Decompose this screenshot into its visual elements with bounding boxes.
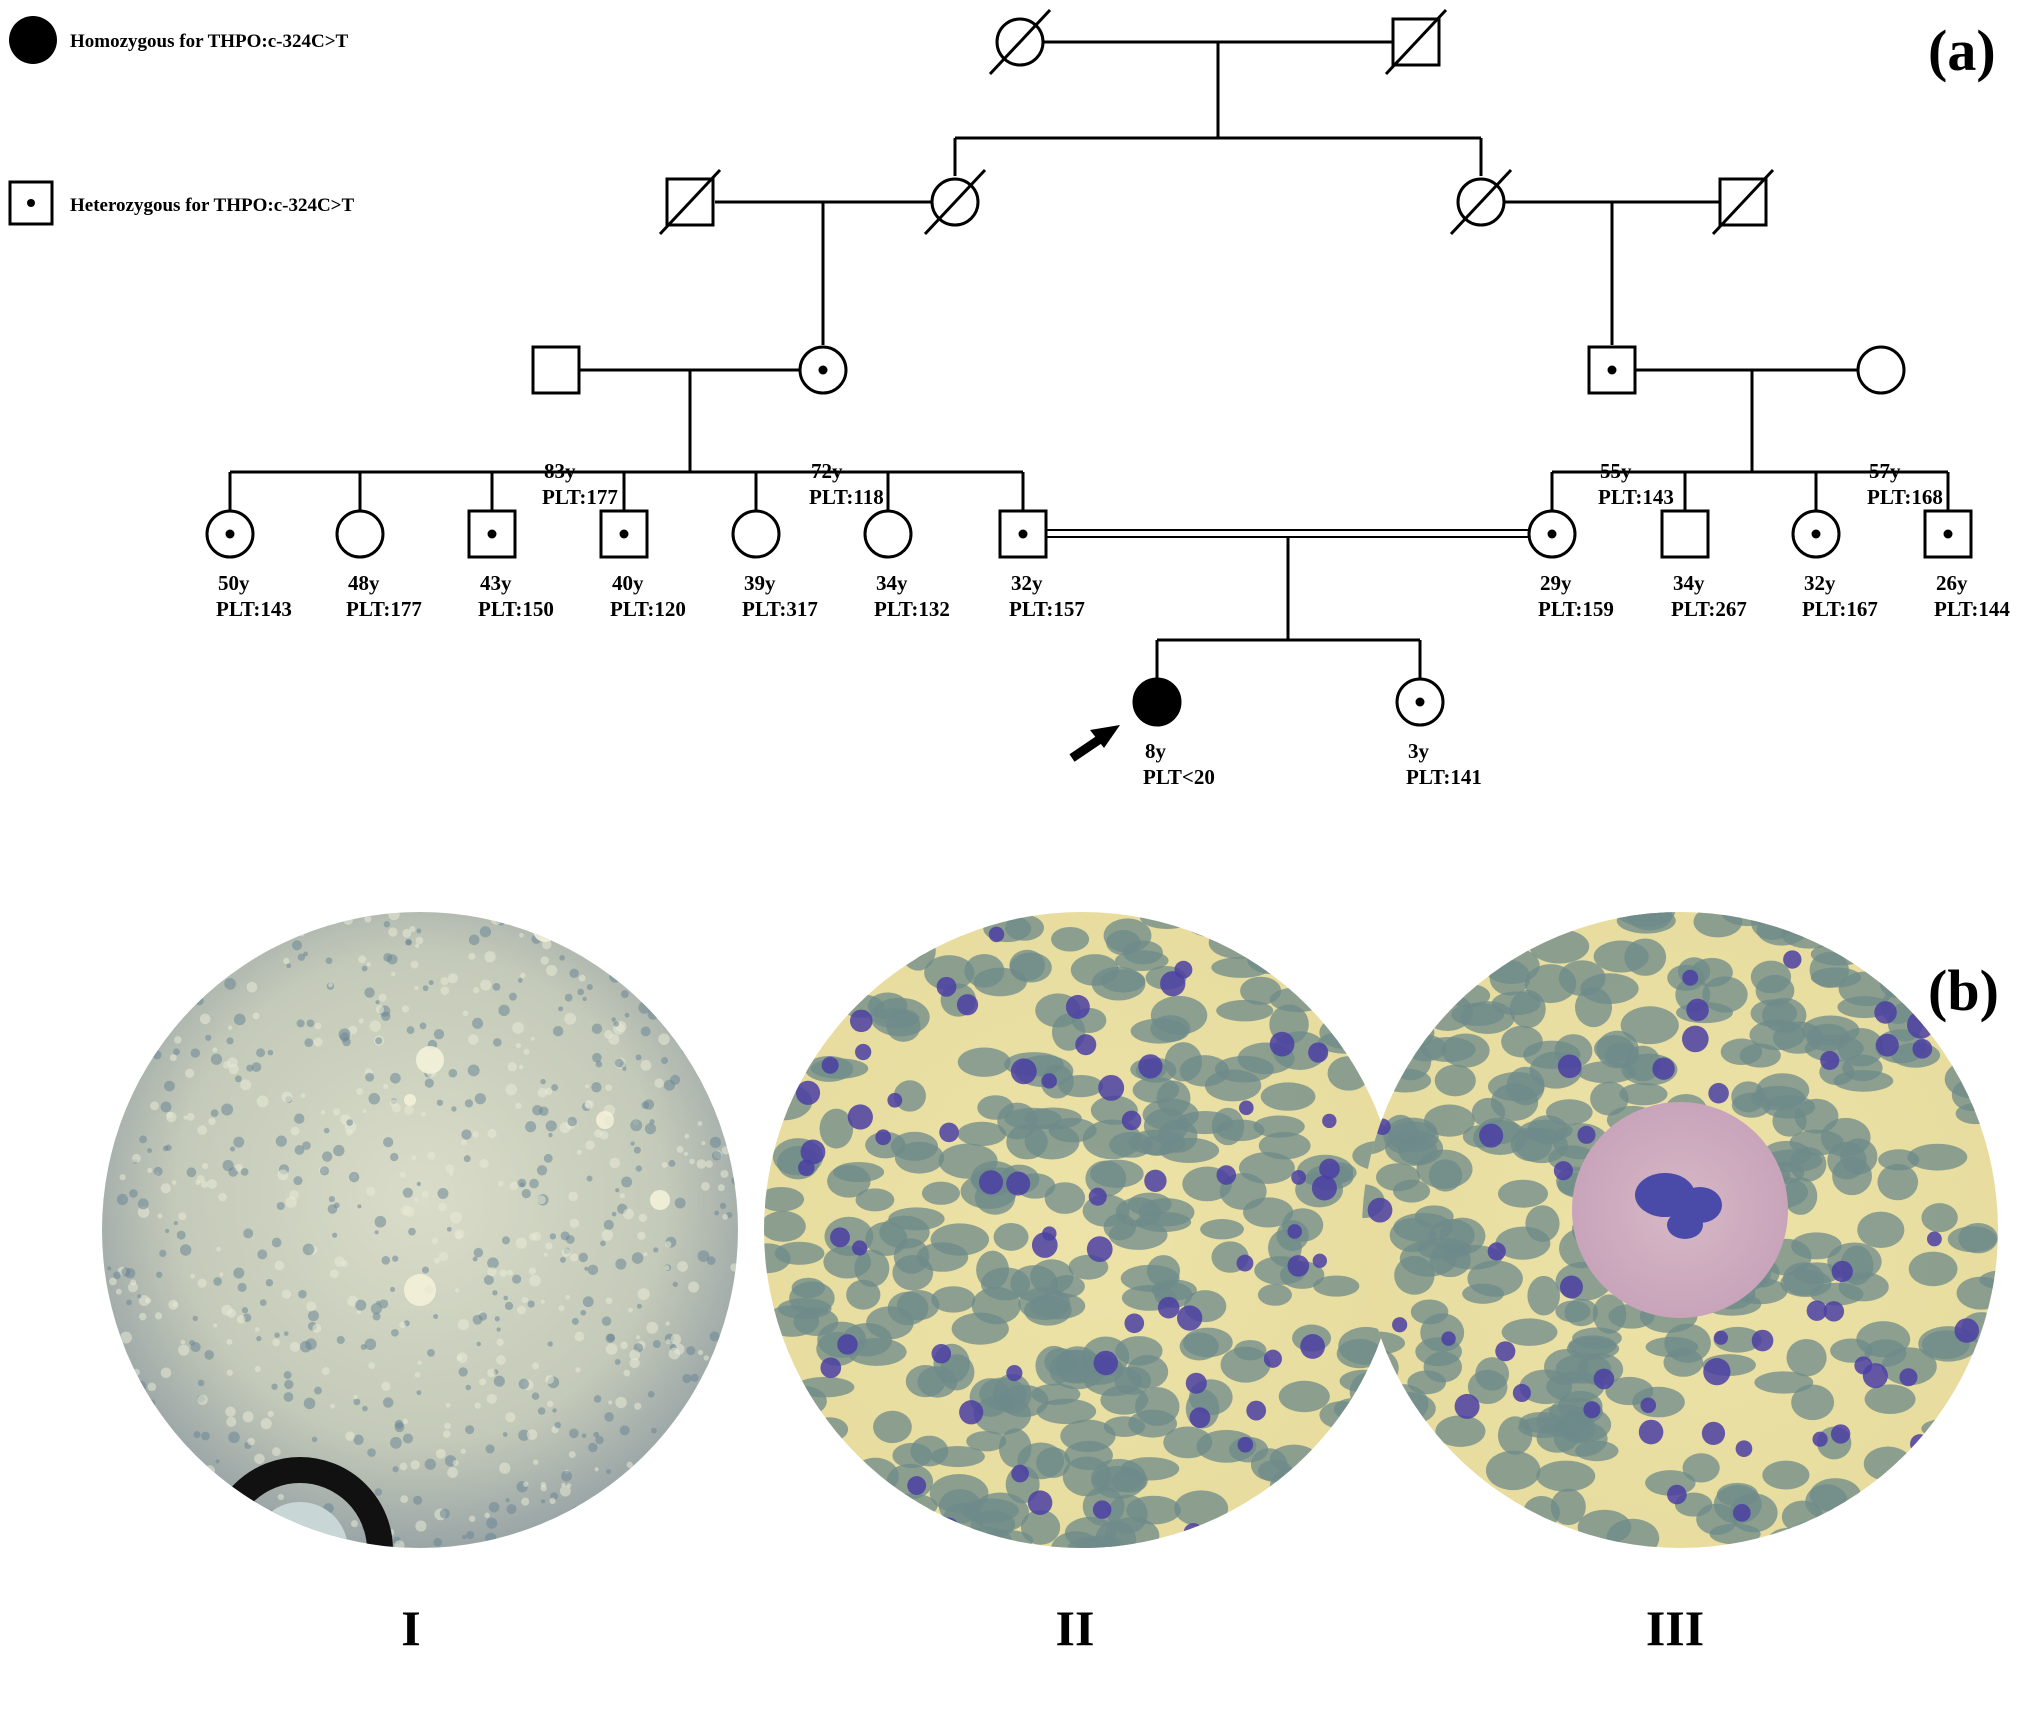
platelet-count-label: PLT:150 bbox=[478, 597, 554, 621]
pedigree-individual-g2-lm bbox=[658, 168, 722, 236]
carrier-dot bbox=[1018, 529, 1028, 539]
pedigree-individual-g1-m bbox=[1384, 8, 1448, 76]
deceased-slash bbox=[1449, 168, 1513, 236]
platelet-count-label: PLT:132 bbox=[874, 597, 950, 621]
carrier-dot bbox=[1415, 697, 1425, 707]
male-symbol bbox=[1660, 509, 1710, 559]
platelet-count-label: PLT:144 bbox=[1934, 597, 2010, 621]
female-symbol bbox=[335, 509, 385, 559]
micrograph-1 bbox=[102, 912, 738, 1548]
female-symbol bbox=[863, 509, 913, 559]
platelet-count-label: PLT:167 bbox=[1802, 597, 1878, 621]
platelet-count-label: PLT:157 bbox=[1009, 597, 1085, 621]
deceased-slash bbox=[1711, 168, 1775, 236]
age-label: 50y bbox=[218, 571, 250, 595]
proband-arrow-icon bbox=[1069, 725, 1120, 762]
platelet-count-label: PLT:141 bbox=[1406, 765, 1482, 789]
age-label: 3y bbox=[1408, 739, 1430, 763]
deceased-slash bbox=[988, 8, 1052, 76]
pedigree-lines bbox=[228, 40, 1950, 678]
carrier-dot bbox=[1607, 365, 1617, 375]
female-symbol bbox=[731, 509, 781, 559]
legend-homozygous-text: Homozygous for THPO:c-324C>T bbox=[70, 31, 349, 52]
carrier-dot bbox=[818, 365, 828, 375]
micrograph-label-3: III bbox=[1646, 1600, 1704, 1656]
age-label: 40y bbox=[612, 571, 644, 595]
platelet-count-label: PLT:177 bbox=[346, 597, 422, 621]
age-label: 72y bbox=[811, 459, 843, 483]
age-label: 32y bbox=[1804, 571, 1836, 595]
age-label: 32y bbox=[1011, 571, 1043, 595]
pedigree-symbols: 83yPLT:17772yPLT:11855yPLT:14357yPLT:168… bbox=[205, 8, 2010, 789]
platelet-count-label: PLT:120 bbox=[610, 597, 686, 621]
homozygous-symbol-icon bbox=[9, 16, 57, 64]
platelet-count-label: PLT:143 bbox=[1598, 485, 1674, 509]
carrier-dot bbox=[225, 529, 235, 539]
deceased-slash bbox=[1384, 8, 1448, 76]
platelet-count-label: PLT:317 bbox=[742, 597, 818, 621]
female-symbol bbox=[1856, 345, 1906, 395]
age-label: 55y bbox=[1600, 459, 1632, 483]
male-symbol bbox=[531, 345, 581, 395]
carrier-dot bbox=[619, 529, 629, 539]
platelet-count-label: PLT:168 bbox=[1867, 485, 1943, 509]
pedigree-individual-g2-rm bbox=[1711, 168, 1775, 236]
platelet-count-label: PLT:143 bbox=[216, 597, 292, 621]
platelet-count-label: PLT<20 bbox=[1143, 765, 1215, 789]
panel-label-a: (a) bbox=[1928, 18, 1996, 83]
age-label: 43y bbox=[480, 571, 512, 595]
micrograph-label-1: I bbox=[401, 1600, 420, 1656]
age-label: 83y bbox=[544, 459, 576, 483]
legend: Homozygous for THPO:c-324C>T Heterozygou… bbox=[8, 16, 355, 226]
heterozygous-symbol-icon bbox=[8, 180, 54, 226]
female-symbol bbox=[1132, 677, 1182, 727]
pedigree-individual-g1-f bbox=[988, 8, 1052, 76]
micrograph-3 bbox=[1362, 912, 1998, 1548]
carrier-dot bbox=[487, 529, 497, 539]
age-label: 39y bbox=[744, 571, 776, 595]
age-label: 34y bbox=[876, 571, 908, 595]
carrier-dot bbox=[1811, 529, 1821, 539]
platelet-count-label: PLT:159 bbox=[1538, 597, 1614, 621]
pedigree-individual-g2-rf bbox=[1449, 168, 1513, 236]
deceased-slash bbox=[658, 168, 722, 236]
deceased-slash bbox=[923, 168, 987, 236]
micrograph-2 bbox=[764, 912, 1400, 1548]
age-label: 26y bbox=[1936, 571, 1968, 595]
age-label: 29y bbox=[1540, 571, 1572, 595]
age-label: 8y bbox=[1145, 739, 1167, 763]
micrograph-label-2: II bbox=[1056, 1600, 1095, 1656]
age-label: 57y bbox=[1869, 459, 1901, 483]
platelet-count-label: PLT:267 bbox=[1671, 597, 1747, 621]
carrier-dot bbox=[1943, 529, 1953, 539]
platelet-count-label: PLT:118 bbox=[809, 485, 884, 509]
legend-heterozygous-text: Heterozygous for THPO:c-324C>T bbox=[70, 195, 355, 216]
platelet-count-label: PLT:177 bbox=[542, 485, 618, 509]
pedigree-individual-g2-lf bbox=[923, 168, 987, 236]
panel-label-b: (b) bbox=[1928, 958, 1999, 1023]
carrier-dot bbox=[1547, 529, 1557, 539]
age-label: 34y bbox=[1673, 571, 1705, 595]
age-label: 48y bbox=[348, 571, 380, 595]
